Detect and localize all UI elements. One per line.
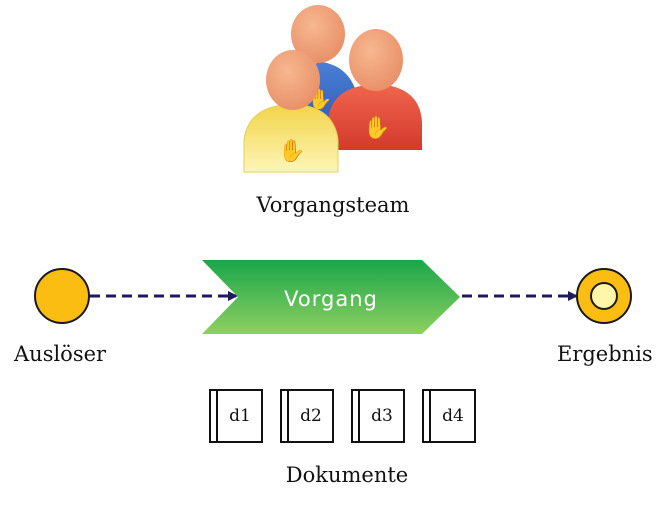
document-label: d1 [229,406,251,426]
person-yellow-icon: ✋ [243,50,339,173]
process-label: Vorgang [284,287,378,311]
process-chevron [202,260,460,334]
person-red-icon: ✋ [328,29,422,150]
team-icon: ✋ ✋ ✋ [243,5,422,173]
document-label: d2 [300,406,322,426]
svg-text:✋: ✋ [278,138,305,163]
document-icon [280,389,334,443]
document-label: d3 [371,406,393,426]
document-d2: d2 [280,389,334,443]
document-d1: d1 [209,389,263,443]
document-d3: d3 [351,389,405,443]
trigger-label: Auslöser [14,342,107,366]
documents-label: Dokumente [285,463,409,487]
document-icon [209,389,263,443]
document-icon [422,389,476,443]
trigger-event-circle [34,268,90,324]
result-label: Ergebnis [557,342,653,366]
result-event-circle [576,268,632,324]
document-d4: d4 [422,389,476,443]
document-icon [351,389,405,443]
svg-text:✋: ✋ [363,115,390,140]
document-label: d4 [442,406,464,426]
team-label: Vorgangsteam [256,193,410,217]
